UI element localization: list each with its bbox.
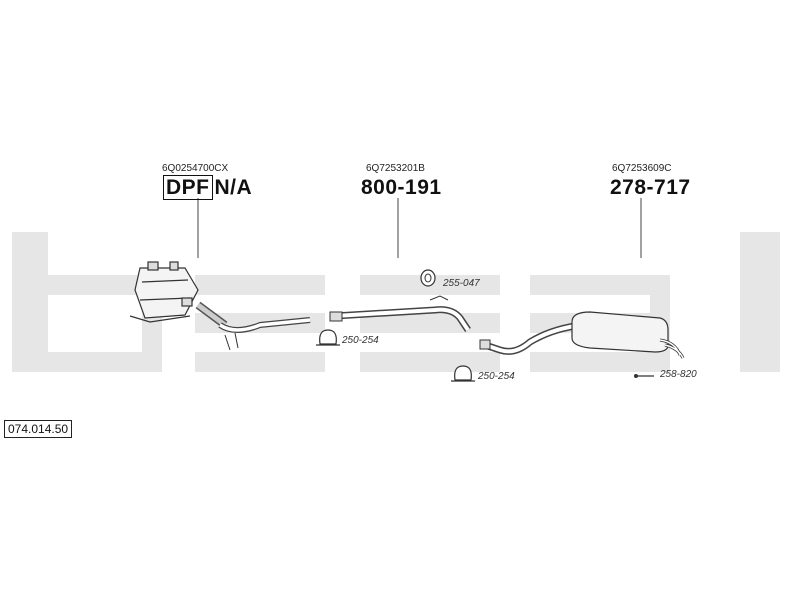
- oe-number-dpf: 6Q0254700CX: [162, 163, 229, 174]
- oe-number-muffler: 6Q7253609C: [612, 163, 672, 174]
- accessory-label-clamp-b: 250-254: [478, 371, 515, 382]
- rear-muffler: [479, 311, 685, 359]
- accessory-label-gasket: 255-047: [443, 278, 480, 289]
- dpf-part-number: N/A: [214, 176, 253, 199]
- rubber-mount-icon: [634, 374, 654, 378]
- oe-number-pipe: 6Q7253201B: [366, 163, 425, 174]
- clamp-icon-250-254-b: [451, 365, 475, 382]
- gasket-icon-255-047: [420, 269, 436, 287]
- clamp-icon-250-254-a: [316, 329, 340, 346]
- diagram-reference-number: 074.014.50: [4, 420, 73, 438]
- part-number-muffler: 278-717: [610, 176, 691, 199]
- accessory-label-clamp-a: 250-254: [342, 335, 379, 346]
- dpf-unit: [129, 261, 311, 351]
- watermark-logo: [12, 232, 780, 372]
- intermediate-pipe: [329, 295, 471, 332]
- part-number-pipe: 800-191: [361, 176, 442, 199]
- accessory-label-mount: 258-820: [660, 369, 697, 380]
- dpf-badge: DPF: [163, 175, 213, 200]
